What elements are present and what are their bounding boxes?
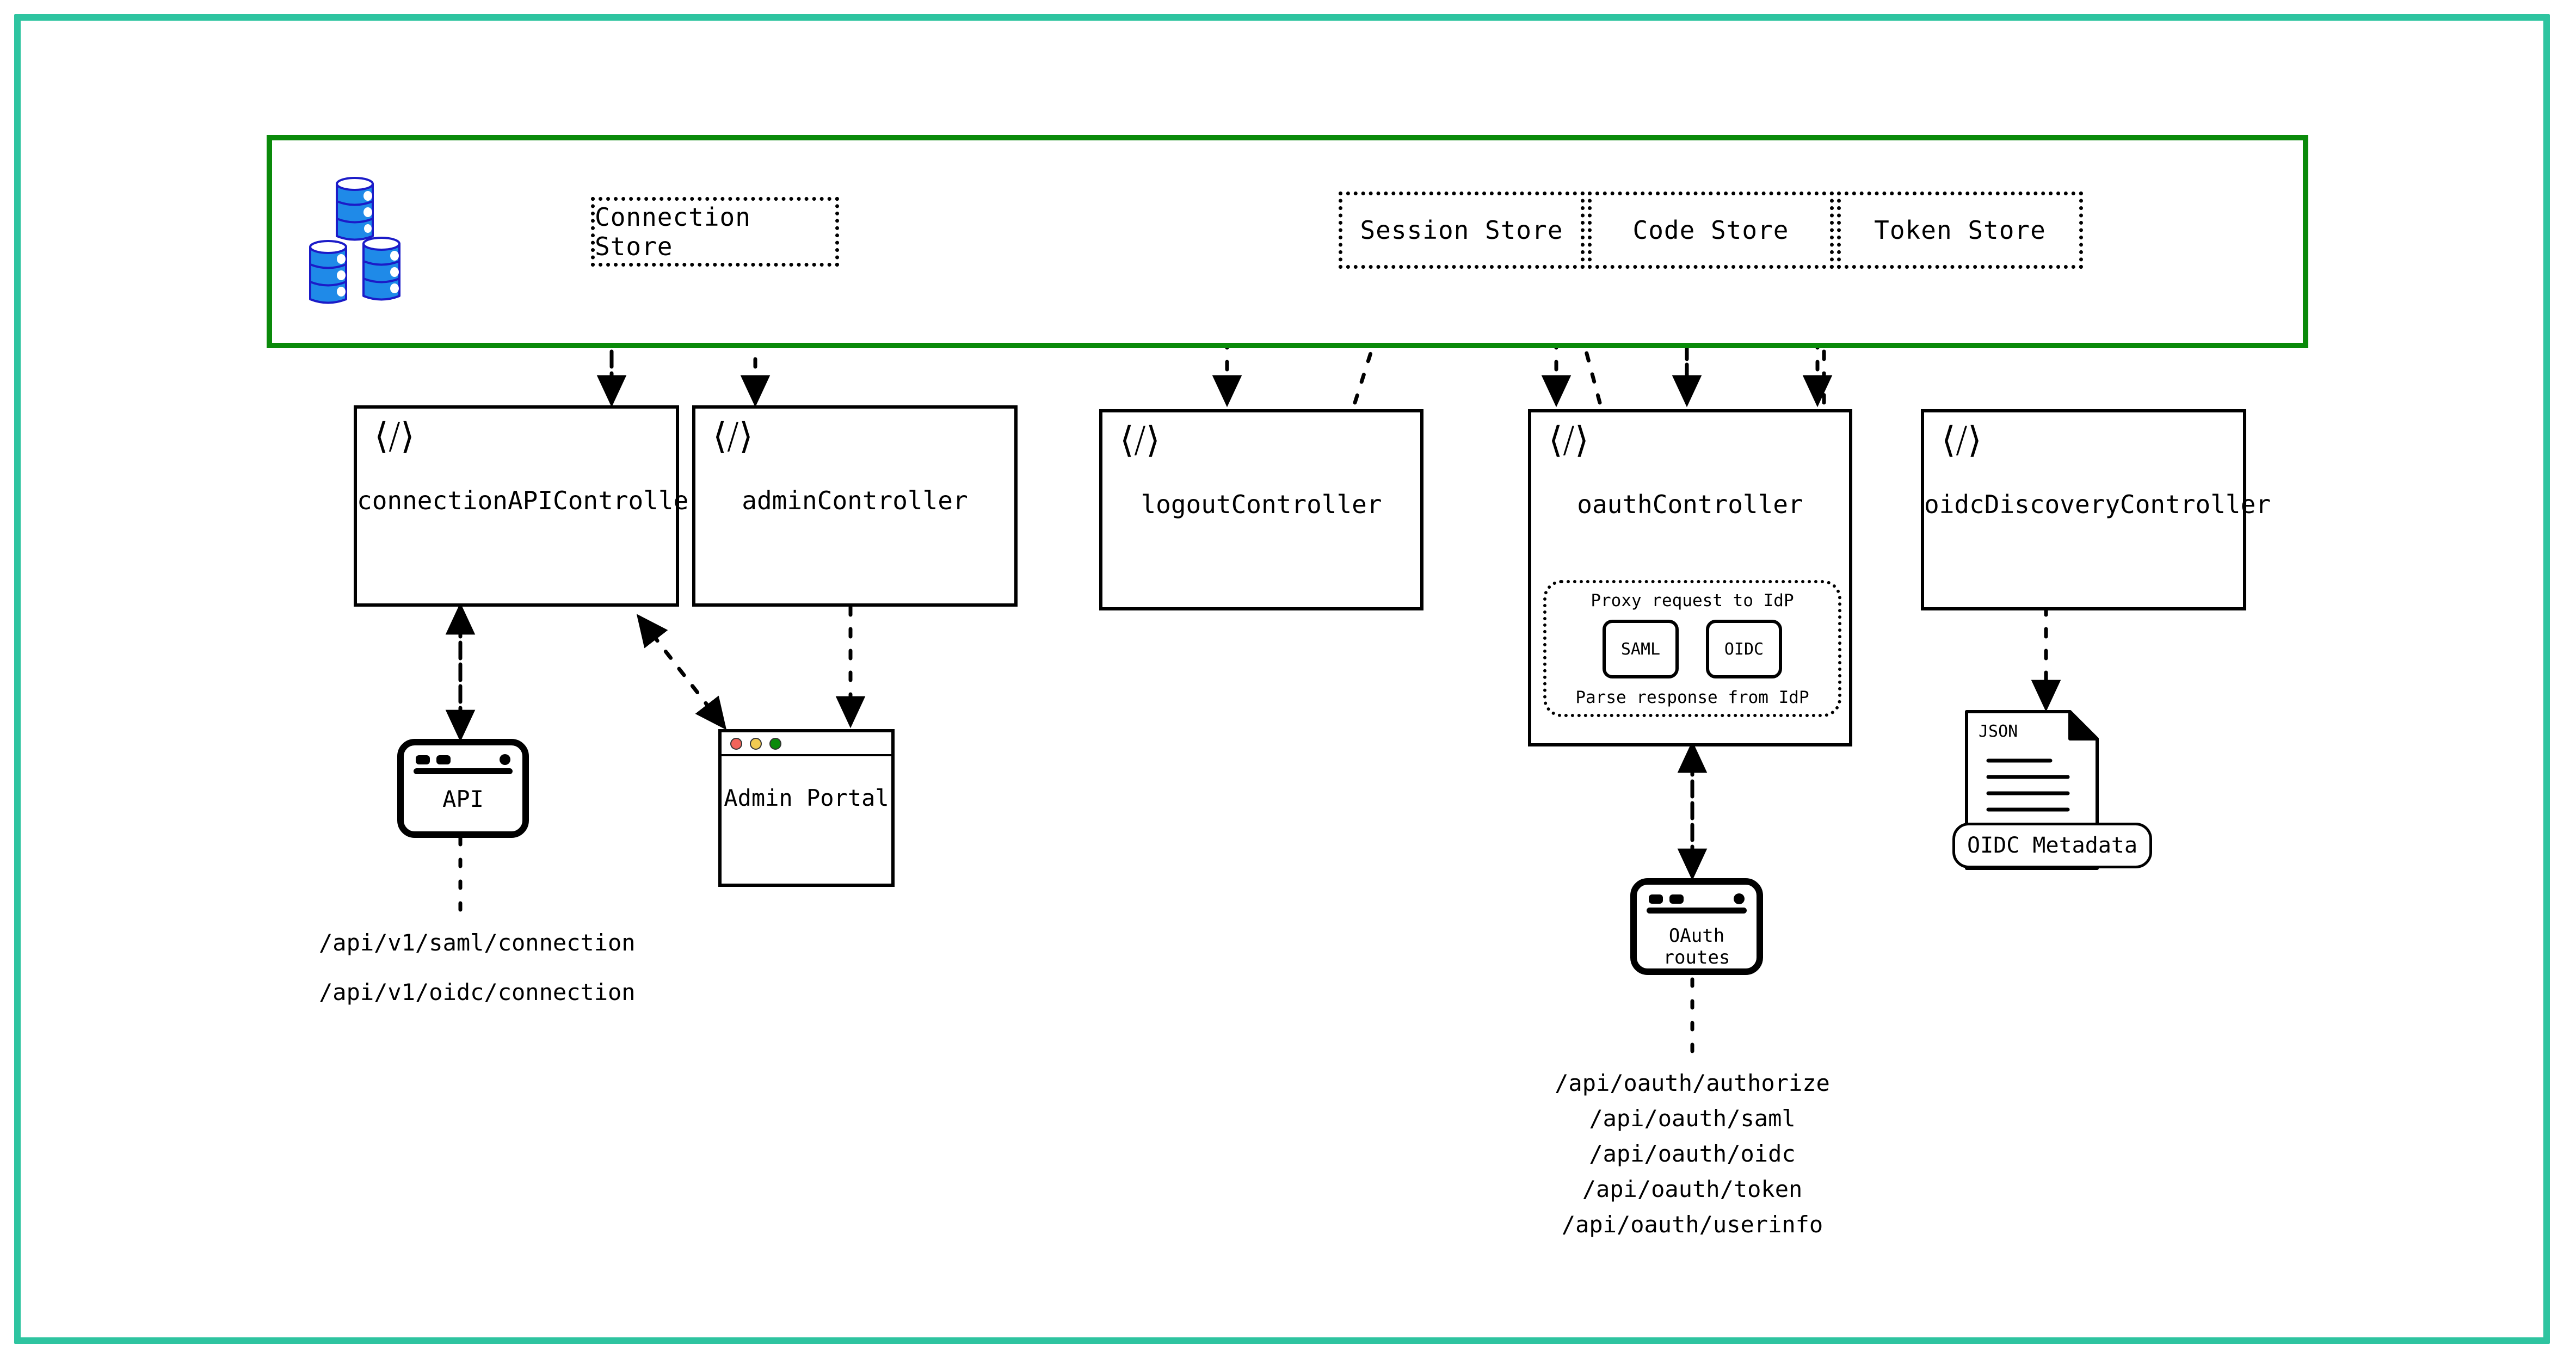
controller-label: logoutController xyxy=(1141,490,1382,519)
store-box-connection-store[interactable]: Connection Store xyxy=(591,197,839,267)
titlebar-button-3 xyxy=(500,754,510,765)
database-icon xyxy=(303,170,428,310)
window-titlebar xyxy=(722,732,891,756)
oidc-metadata-text: OIDC Metadata xyxy=(1967,833,2138,858)
controller-oauth-controller[interactable]: ⟨/⟩ oauthController Proxy request to IdP… xyxy=(1528,409,1852,746)
proxy-chip-label: OIDC xyxy=(1724,639,1764,659)
api-window-label: API xyxy=(442,786,484,812)
oidc-metadata-label[interactable]: OIDC Metadata xyxy=(1952,823,2153,868)
api-window[interactable]: API xyxy=(397,739,529,838)
proxy-chip-oidc[interactable]: OIDC xyxy=(1706,620,1782,678)
traffic-light-yellow xyxy=(750,738,762,750)
controller-admin-controller[interactable]: ⟨/⟩ adminController xyxy=(692,405,1018,607)
proxy-group: Proxy request to IdP SAML OIDC Parse res… xyxy=(1543,580,1841,717)
code-icon: ⟨/⟩ xyxy=(1942,419,1982,461)
endpoint-path: /api/oauth/authorize xyxy=(1555,1070,1830,1096)
traffic-light-green xyxy=(769,738,781,750)
store-label: Token Store xyxy=(1874,215,2046,245)
store-box-token-store[interactable]: Token Store xyxy=(1837,192,2083,269)
code-icon: ⟨/⟩ xyxy=(374,415,415,457)
traffic-light-red xyxy=(730,738,742,750)
titlebar-button-1 xyxy=(416,755,430,764)
endpoint-path: /api/oauth/saml xyxy=(1589,1105,1796,1132)
titlebar-rule xyxy=(1647,908,1747,914)
store-label: Session Store xyxy=(1360,215,1563,245)
code-icon: ⟨/⟩ xyxy=(713,415,753,457)
store-label: Code Store xyxy=(1632,215,1789,245)
parse-response-label: Parse response from IdP xyxy=(1575,688,1809,707)
store-label: Connection Store xyxy=(595,202,751,261)
proxy-chip-label: SAML xyxy=(1620,639,1661,659)
admin-portal-label: Admin Portal xyxy=(724,785,889,811)
endpoint-path: /api/oauth/userinfo xyxy=(1561,1211,1823,1238)
code-icon: ⟨/⟩ xyxy=(1549,419,1589,461)
titlebar-button-2 xyxy=(1669,894,1684,904)
titlebar-rule xyxy=(414,768,513,774)
titlebar-button-2 xyxy=(436,755,451,764)
proxy-chip-row: SAML OIDC xyxy=(1603,620,1782,678)
code-icon: ⟨/⟩ xyxy=(1120,419,1160,461)
titlebar-button-3 xyxy=(1734,893,1745,904)
controller-label: oauthController xyxy=(1577,490,1803,519)
admin-portal-window[interactable]: Admin Portal xyxy=(718,729,895,887)
controller-label: adminController xyxy=(742,486,968,515)
svg-text:JSON: JSON xyxy=(1979,722,2018,741)
window-titlebar xyxy=(404,745,522,774)
controller-oidc-discovery-controller[interactable]: ⟨/⟩ oidcDiscoveryController xyxy=(1921,409,2271,610)
endpoint-path: /api/v1/saml/connection xyxy=(319,929,636,956)
endpoint-path: /api/oauth/token xyxy=(1582,1176,1803,1203)
proxy-request-label: Proxy request to IdP xyxy=(1591,591,1794,610)
endpoint-path: /api/oauth/oidc xyxy=(1589,1140,1796,1168)
oauth-routes-label: OAuth routes xyxy=(1663,925,1730,968)
oauth-endpoints: /api/oauth/authorize /api/oauth/saml /ap… xyxy=(1529,1065,1856,1242)
store-box-session-store[interactable]: Session Store xyxy=(1339,192,1585,269)
oauth-routes-window[interactable]: OAuth routes xyxy=(1630,878,1763,975)
endpoint-path: /api/v1/oidc/connection xyxy=(319,979,636,1006)
store-box-code-store[interactable]: Code Store xyxy=(1588,192,1834,269)
controller-label: connectionAPIController xyxy=(357,486,704,515)
controller-connection-api-controller[interactable]: ⟨/⟩ connectionAPIController xyxy=(354,405,704,607)
controller-label: oidcDiscoveryController xyxy=(1924,490,2271,519)
connection-api-endpoints: /api/v1/saml/connection /api/v1/oidc/con… xyxy=(319,925,636,1010)
outer-frame xyxy=(14,14,2550,1344)
proxy-chip-saml[interactable]: SAML xyxy=(1603,620,1679,678)
titlebar-button-1 xyxy=(1649,894,1663,904)
controller-logout-controller[interactable]: ⟨/⟩ logoutController xyxy=(1099,409,1423,610)
window-titlebar xyxy=(1637,885,1757,914)
